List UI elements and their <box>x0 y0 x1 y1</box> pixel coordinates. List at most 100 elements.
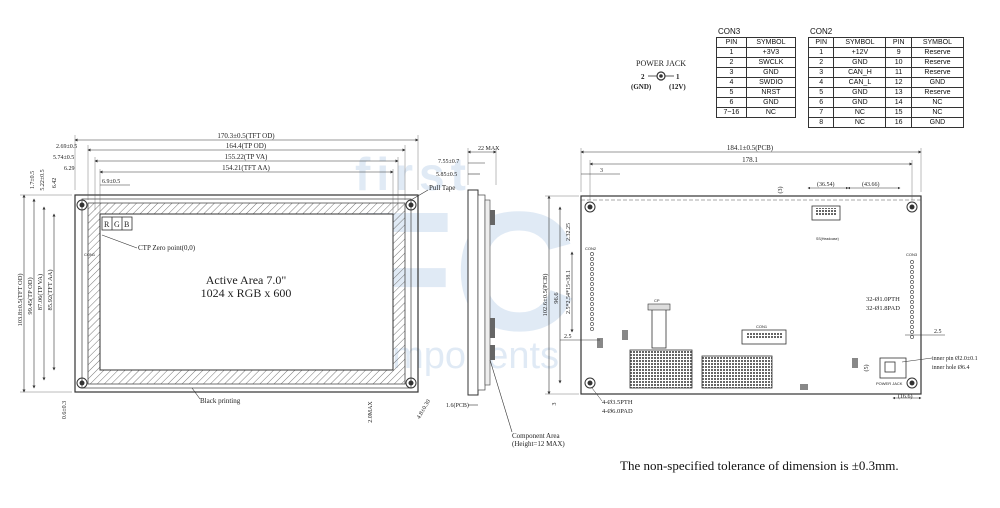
dim-tft-aa-width: 154.21(TFT AA) <box>222 164 270 172</box>
pin-hole <box>910 320 914 324</box>
pull-tape-label: Pull Tape <box>429 184 455 192</box>
con2-cell: 1 <box>807 47 835 58</box>
con3-cell: 2 <box>716 57 747 68</box>
dim-3-paren: (3) <box>777 187 784 194</box>
con2-cell: 13 <box>885 87 912 98</box>
dim-2-5-left: 2.5 <box>564 334 572 340</box>
con2-cell: NC <box>910 97 965 108</box>
power-jack-12v: (12V) <box>669 83 686 91</box>
inner-hole-label: inner hole Ø6.4 <box>932 365 970 371</box>
dim-6-42: 6.42 <box>52 178 58 189</box>
power-jack-pin-left: 2 <box>641 73 645 81</box>
dim-tp-od-height: 99.45(TP OD) <box>27 277 34 314</box>
dim-2-0-max: 2.0MAX <box>368 401 374 423</box>
con2-cell: CAN_H <box>833 67 887 78</box>
con3-cell: GND <box>745 67 797 78</box>
rgb-b: B <box>124 220 129 229</box>
pin-hole <box>590 307 594 311</box>
holes-pad-label: 32-Ø1.8PAD <box>866 305 900 312</box>
con2-cell: 3 <box>807 67 835 78</box>
con3-title: CON3 <box>718 27 741 36</box>
con3-cell: SWCLK <box>745 57 797 68</box>
dim-22-max: 22 MAX <box>478 146 500 152</box>
con2-cell: CAN_L <box>833 77 887 88</box>
pin-hole <box>910 330 914 334</box>
con3-header-pin: PIN <box>716 37 747 48</box>
dim-4-8: 4.8±0.30 <box>416 399 432 420</box>
con2-cell: 6 <box>807 97 835 108</box>
power-jack-symbol: POWER JACK 2 1 (GND) (12V) <box>631 59 686 91</box>
con2-cell: 7 <box>807 107 835 118</box>
holes-pth-label: 32-Ø1.0PTH <box>866 296 900 303</box>
pin-hole <box>590 262 594 266</box>
component-area-line1: Component Area <box>512 432 561 440</box>
con2-cell: GND <box>833 97 887 108</box>
ss-label: SS(Headcase) <box>816 237 839 241</box>
con2-cell: NC <box>833 117 887 128</box>
pcb-con1-label: CON1 <box>756 324 768 329</box>
dim-1-7: 1.7±0.5 <box>30 171 36 189</box>
pcb-view: CON2 CON3 SS(Headcase) CP CON1 POWER JAC… <box>542 144 978 415</box>
pin-hole <box>590 292 594 296</box>
con2-cell: 4 <box>807 77 835 88</box>
pin-hole <box>910 305 914 309</box>
dim-pcb-height: 102.6±0.5(PCB) <box>542 274 549 317</box>
dim-5-85: 5.85±0.5 <box>436 172 457 178</box>
pin-hole <box>910 280 914 284</box>
con3-cell: +3V3 <box>745 47 797 58</box>
pin-hole <box>590 312 594 316</box>
con2-cell: 11 <box>885 67 912 78</box>
pin-hole <box>590 327 594 331</box>
front-con1-label: CON1 <box>84 252 96 257</box>
pin-hole <box>910 260 914 264</box>
con2-cell: 10 <box>885 57 912 68</box>
cp-label: CP <box>654 298 660 303</box>
dim-tft-aa-height: 85.92(TFT AA) <box>47 269 54 310</box>
mount-pad-label: 4-Ø6.0PAD <box>602 408 633 415</box>
dim-96-6: 96.6 <box>553 292 560 304</box>
con2-cell: 9 <box>885 47 912 58</box>
pin-hole <box>590 272 594 276</box>
con2-cell: 8 <box>807 117 835 128</box>
pcb-power-jack-label: POWER JACK <box>876 381 903 386</box>
con2-cell: NC <box>910 107 965 118</box>
con3-cell: 1 <box>716 47 747 58</box>
pin-hole <box>590 297 594 301</box>
pin-hole <box>910 275 914 279</box>
con2-cell: Reserve <box>910 57 965 68</box>
con3-cell: 3 <box>716 67 747 78</box>
dim-tp-od-width: 164.4(TP OD) <box>226 142 267 150</box>
dim-pcb-thickness: 1.6(PCB) <box>446 402 469 409</box>
dim-pin-pitch: 2.5*2.54*15=38.1 <box>566 270 572 314</box>
power-jack-title: POWER JACK <box>636 59 686 68</box>
dim-2-69: 2.69±0.5 <box>56 144 77 150</box>
con2-cell: NC <box>833 107 887 118</box>
mount-pth-label: 4-Ø3.5PTH <box>602 399 633 406</box>
component-area-line2: (Height=12 MAX) <box>512 440 565 448</box>
dim-36-54: (36.54) <box>817 181 835 188</box>
con3-row: 1+3V3 <box>716 47 797 58</box>
con3-cell: 4 <box>716 77 747 88</box>
con2-cell: Reserve <box>910 67 965 78</box>
dim-pcb-width: 184.1±0.5(PCB) <box>727 144 774 152</box>
pin-hole <box>910 265 914 269</box>
inner-pin-label: inner pin Ø2.0±0.1 <box>932 356 978 362</box>
dim-tp-va-width: 155.22(TP VA) <box>225 153 268 161</box>
pin-hole <box>910 325 914 329</box>
pin-hole <box>910 295 914 299</box>
pcb-con3-label: CON3 <box>906 252 918 257</box>
dim-5-22: 5.22±0.5 <box>40 169 46 190</box>
dim-2-5-right: 2.5 <box>934 329 942 335</box>
con2-cell: 5 <box>807 87 835 98</box>
con2-cell: +12V <box>833 47 887 58</box>
dim-tp-va-height: 87.06(TP VA) <box>37 274 44 310</box>
